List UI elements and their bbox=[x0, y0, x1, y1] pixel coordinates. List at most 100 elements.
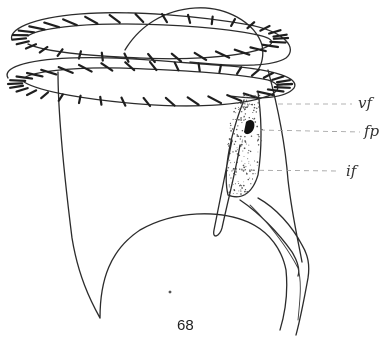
stipple-dot bbox=[258, 106, 259, 107]
stipple-dot bbox=[235, 119, 236, 120]
stipple-dot bbox=[247, 104, 248, 105]
stipple-dot bbox=[240, 136, 242, 138]
stipple-dot bbox=[241, 111, 242, 112]
stipple-dot bbox=[241, 161, 242, 162]
stipple-dot bbox=[228, 194, 229, 195]
hatch-stroke bbox=[275, 87, 290, 88]
stipple-dot bbox=[237, 103, 238, 104]
stipple-dot bbox=[248, 163, 249, 164]
stipple-dot bbox=[227, 170, 228, 171]
small-dot bbox=[169, 291, 172, 294]
stipple-dot bbox=[259, 95, 260, 96]
stipple-dot bbox=[235, 141, 237, 143]
hatch-stroke bbox=[270, 42, 285, 43]
stipple-dot bbox=[241, 194, 242, 195]
stipple-dot bbox=[254, 107, 256, 109]
stipple-dot bbox=[247, 152, 248, 153]
hatch-stroke bbox=[8, 83, 22, 84]
hatch-stroke bbox=[263, 45, 278, 47]
stipple-dot bbox=[238, 119, 240, 121]
stipple-dot bbox=[252, 173, 253, 174]
stipple-dot bbox=[250, 165, 251, 166]
stipple-dot bbox=[254, 121, 256, 123]
food-particle bbox=[244, 120, 254, 134]
stipple-dot bbox=[260, 140, 262, 142]
stipple-dot bbox=[241, 103, 242, 104]
stipple-dot bbox=[257, 165, 258, 166]
stipple-dot bbox=[235, 174, 236, 175]
stipple-dot bbox=[243, 106, 244, 107]
stipple-dot bbox=[238, 109, 239, 110]
hatch-stroke bbox=[29, 26, 44, 29]
stipple-dot bbox=[243, 100, 244, 101]
stipple-dot bbox=[258, 136, 259, 137]
stipple-dot bbox=[248, 161, 249, 162]
hatch-stroke bbox=[79, 96, 81, 103]
hatch-stroke bbox=[272, 76, 283, 79]
stipple-dot bbox=[228, 167, 229, 168]
stipple-dot bbox=[248, 179, 250, 181]
stipple-dot bbox=[246, 106, 248, 108]
figure-number: 68 bbox=[177, 317, 194, 334]
stipple-dot bbox=[229, 186, 230, 187]
stipple-dot bbox=[235, 150, 237, 152]
stipple-dot bbox=[245, 107, 247, 109]
hatch-stroke bbox=[136, 14, 144, 22]
leader-fp bbox=[260, 130, 360, 132]
stipple-dot bbox=[245, 103, 246, 104]
stipple-dot bbox=[247, 158, 248, 159]
hatch-stroke bbox=[110, 15, 120, 22]
stipple-dot bbox=[232, 151, 233, 152]
stipple-dot bbox=[244, 109, 245, 110]
stipple-dot bbox=[241, 117, 242, 118]
stipple-dot bbox=[244, 194, 246, 196]
stipple-dot bbox=[238, 103, 239, 104]
stipple-dot bbox=[238, 181, 239, 182]
hatch-stroke bbox=[19, 31, 34, 33]
stipple-dot bbox=[249, 171, 251, 173]
stipple-dot bbox=[251, 135, 252, 136]
stipple-dot bbox=[252, 178, 253, 179]
stipple-dot bbox=[237, 125, 238, 126]
stipple-dot bbox=[257, 161, 259, 163]
stipple-dot bbox=[245, 119, 246, 120]
stipple-dot bbox=[230, 128, 231, 129]
stipple-dot bbox=[259, 110, 260, 111]
stipple-dot bbox=[245, 189, 246, 190]
stipple-dot bbox=[258, 99, 260, 101]
hatch-stroke bbox=[63, 19, 77, 25]
stipple-dot bbox=[252, 95, 253, 96]
stipple-dot bbox=[245, 97, 246, 98]
hatch-stroke bbox=[10, 86, 23, 88]
stipple-dot bbox=[257, 134, 258, 135]
stipple-dot bbox=[239, 108, 240, 109]
stipple-dot bbox=[255, 173, 256, 174]
stipple-dot bbox=[228, 145, 229, 146]
stipple-dot bbox=[256, 108, 257, 109]
hatch-stroke bbox=[44, 23, 59, 28]
stipple-dot bbox=[227, 189, 228, 190]
hatch-stroke bbox=[268, 89, 283, 91]
stipple-dot bbox=[230, 177, 231, 178]
stipple-dot bbox=[250, 183, 251, 184]
hatch-stroke bbox=[277, 80, 290, 82]
stipple-dot bbox=[237, 147, 238, 148]
stipple-dot bbox=[243, 185, 245, 187]
stipple-dot bbox=[238, 190, 239, 191]
body-outline bbox=[58, 72, 100, 318]
stipple-dot bbox=[235, 108, 237, 110]
stipple-dot bbox=[244, 191, 246, 193]
hatch-stroke bbox=[278, 84, 292, 85]
stipple-dot bbox=[236, 129, 238, 131]
stipple-dot bbox=[232, 128, 233, 129]
hatch-stroke bbox=[219, 65, 221, 72]
stipple-dot bbox=[237, 134, 238, 135]
stipple-dot bbox=[236, 119, 237, 120]
stipple-dot bbox=[238, 107, 239, 108]
stipple-dot bbox=[247, 105, 248, 106]
stipple-dot bbox=[246, 144, 247, 145]
stipple-dot bbox=[231, 170, 232, 171]
stipple-dot bbox=[253, 118, 254, 119]
stipple-dot bbox=[237, 149, 238, 150]
stipple-dot bbox=[246, 173, 248, 175]
